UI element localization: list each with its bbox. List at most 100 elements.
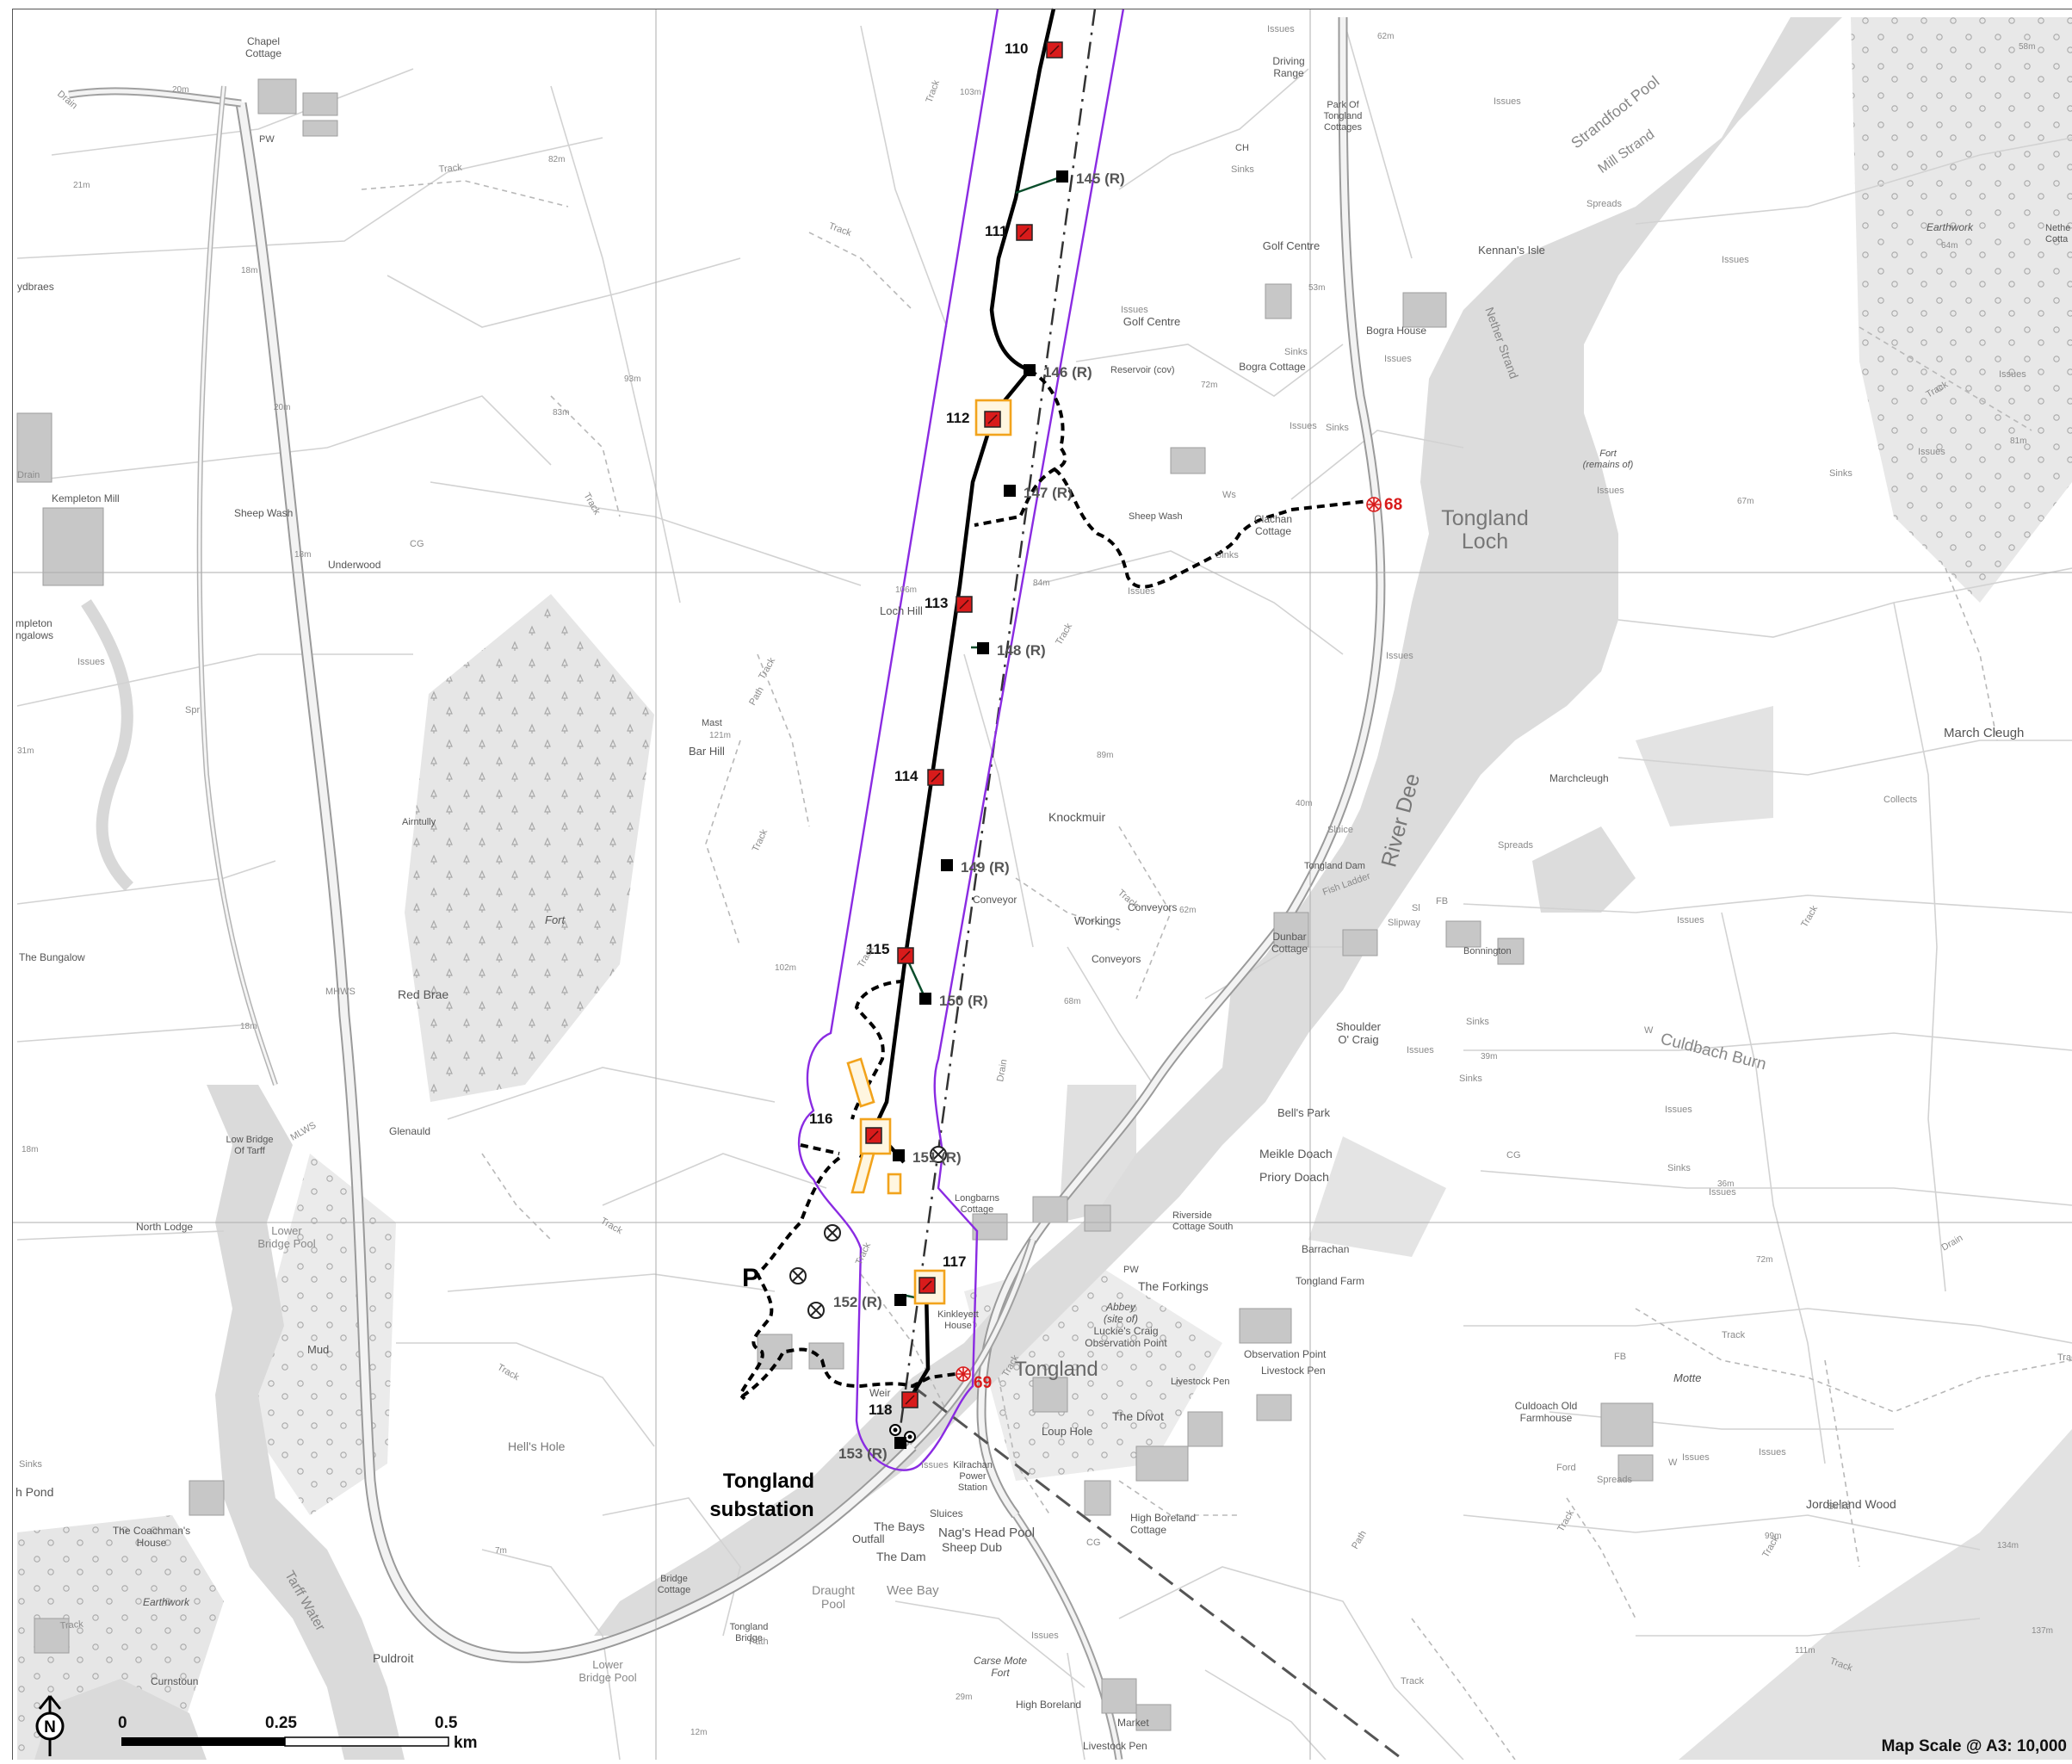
place-market: Market [1117, 1717, 1149, 1729]
place-pw: PW [259, 134, 275, 145]
place-the-dam: The Dam [876, 1550, 926, 1563]
label-drain: Drain [995, 1059, 1009, 1083]
field-boundaries [16, 16, 2072, 1761]
turbine-110: 110 [1005, 40, 1063, 59]
place-earthwork: Earthwork [143, 1596, 190, 1608]
turbine-label: 117 [943, 1253, 966, 1270]
label-fb: FB [1436, 896, 1448, 907]
crossed-circle-3 [789, 1267, 807, 1284]
grid-lines [12, 9, 2072, 1760]
spot-height: 20m [274, 403, 290, 412]
place-bogra-house: Bogra House [1366, 325, 1426, 337]
place-reservoir: Reservoir (cov) [1110, 365, 1175, 375]
place-loup-hole: Loup Hole [1042, 1425, 1092, 1438]
spot-height: 121m [709, 731, 731, 740]
turbine-113: 113 [925, 595, 973, 613]
spot-height: 39m [1481, 1052, 1497, 1061]
turbine-label: 113 [925, 595, 948, 611]
paths-dashed [361, 180, 2072, 1761]
place-the-divot: The Divot [1112, 1409, 1164, 1423]
crossed-circle-4 [807, 1302, 825, 1319]
label-w: W [1668, 1458, 1678, 1468]
access-point-label: 68 [1384, 496, 1402, 514]
map-scale-text: Map Scale @ A3: 10,000 [1881, 1737, 2067, 1755]
label-issues: Issues [921, 1460, 949, 1470]
label-issues: Issues [77, 657, 105, 667]
spot-height: 102m [775, 963, 796, 973]
place-ch: CH [1235, 143, 1249, 153]
place-workings: Workings [1074, 914, 1121, 927]
spot-height: 93m [624, 374, 640, 384]
place-marchcleugh: Marchcleugh [1549, 772, 1609, 784]
marker-label: 153 (R) [838, 1445, 888, 1462]
spot-height: 82m [548, 155, 565, 164]
spot-height: 40m [1296, 799, 1312, 808]
label-ws: Ws [1222, 490, 1236, 500]
scale-tick-2: 0.5 [435, 1714, 458, 1732]
substation-label-line2: substation [709, 1498, 813, 1521]
spot-height: 81m [2010, 436, 2026, 446]
spot-height: 31m [17, 746, 34, 756]
spot-height: 106m [895, 585, 917, 595]
place-high-boreland: High Boreland [1016, 1699, 1081, 1711]
label-fb: FB [1614, 1352, 1626, 1362]
spot-height: 64m [1941, 241, 1958, 251]
label-path: Path [749, 1637, 769, 1647]
place-north-lodge: North Lodge [136, 1221, 193, 1233]
place-conveyors: Conveyors [1128, 901, 1177, 913]
spot-height: 67m [1737, 497, 1753, 506]
spot-height: 84m [1033, 579, 1049, 588]
label-issues: Issues [1722, 255, 1749, 265]
place-tongland-dam: Tongland Dam [1304, 861, 1365, 871]
place-kennans-isle: Kennan's Isle [1478, 244, 1545, 257]
label-issues: Issues [1709, 1187, 1736, 1198]
place-priory-doach: Priory Doach [1259, 1170, 1329, 1184]
label-spr: Spr [185, 705, 200, 715]
turbine-label: 115 [866, 941, 889, 957]
place-underwood: Underwood [328, 559, 380, 571]
label-issues: Issues [1290, 421, 1317, 431]
spot-height: 111m [1795, 1646, 1815, 1656]
label-spreads: Spreads [1498, 840, 1533, 851]
label-si: Sl [1412, 903, 1420, 913]
spot-height: 68m [1064, 997, 1080, 1006]
spot-height: 62m [1179, 906, 1196, 915]
spot-height: 58m [2019, 42, 2035, 52]
spot-height: 137m [2032, 1626, 2053, 1636]
marker-label: 145 (R) [1076, 170, 1125, 187]
place-pw-2: PW [1123, 1265, 1139, 1275]
place-tongland: Tongland [1014, 1358, 1098, 1381]
place-loch-hill: Loch Hill [880, 604, 923, 617]
label-spreads: Spreads [1586, 199, 1622, 209]
label-issues: Issues [1759, 1447, 1786, 1458]
spot-height: 62m [1377, 32, 1394, 41]
place-ydbraes: ydbraes [17, 281, 54, 293]
crossed-circle-symbols [789, 1146, 947, 1319]
spot-height: 18m [241, 266, 257, 275]
marker-150: 150 (R) [919, 993, 988, 1009]
place-outfall: Outfall [852, 1532, 885, 1545]
scale-tick-0: 0 [118, 1714, 127, 1732]
access-point-symbols [956, 497, 1382, 1382]
label-slipway: Slipway [1388, 918, 1420, 928]
place-red-brae: Red Brae [398, 987, 448, 1001]
label-track: Track [1401, 1676, 1425, 1687]
place-fort: Fort [545, 913, 566, 926]
place-abbey: Abbey(site of) [1104, 1301, 1138, 1325]
spot-height: 134m [1997, 1541, 2019, 1550]
label-cg: CG [1506, 1150, 1521, 1161]
spot-height: 18m [22, 1145, 38, 1154]
spot-height: 72m [1201, 381, 1217, 390]
label-issues: Issues [1031, 1631, 1059, 1641]
turbine-112: 112 [946, 410, 1001, 428]
label-spreads: Spreads [1597, 1475, 1632, 1485]
place-meikle-doach: Meikle Doach [1259, 1147, 1333, 1161]
